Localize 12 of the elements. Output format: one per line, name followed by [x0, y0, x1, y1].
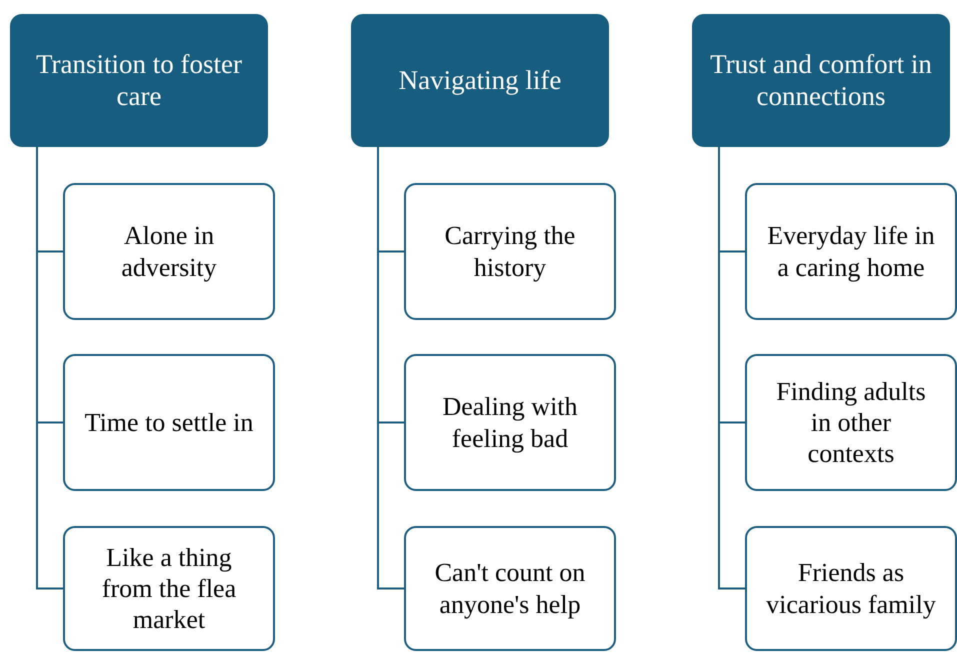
category-header: Navigating life — [351, 14, 609, 147]
subtheme-box: Time to settle in — [63, 354, 275, 491]
subtheme-box: Alone in adversity — [63, 183, 275, 320]
subtheme-box: Friends as vicarious family — [745, 526, 957, 651]
category-header: Transition to foster care — [10, 14, 268, 147]
subtheme-box: Finding adults in other contexts — [745, 354, 957, 491]
subtheme-box: Everyday life in a caring home — [745, 183, 957, 320]
subtheme-box: Dealing with feeling bad — [404, 354, 616, 491]
subtheme-box: Like a thing from the flea market — [63, 526, 275, 651]
subtheme-box: Carrying the history — [404, 183, 616, 320]
category-header: Trust and comfort in connections — [692, 14, 950, 147]
subtheme-box: Can't count on anyone's help — [404, 526, 616, 651]
